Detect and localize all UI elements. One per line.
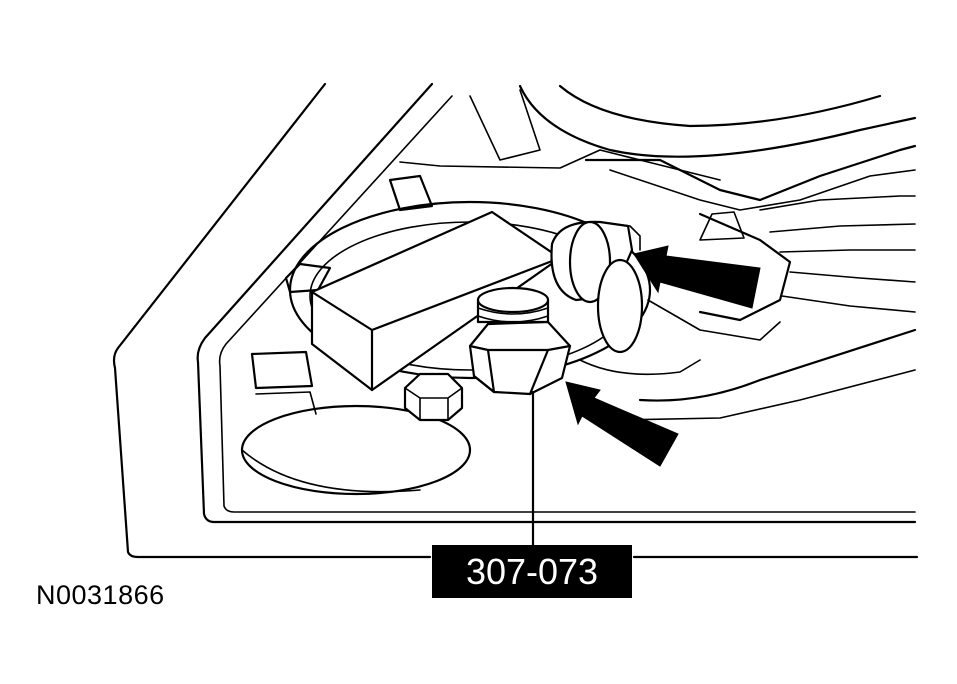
pointer-arrow-icon bbox=[565, 381, 679, 467]
bracket-left-low-2 bbox=[255, 391, 317, 415]
figure-id-label: N0031866 bbox=[36, 580, 165, 610]
case-rib-top-4 bbox=[399, 149, 721, 181]
passage-right-11 bbox=[579, 359, 701, 376]
case-rib-top-3 bbox=[469, 89, 541, 161]
plug-thread-lines bbox=[477, 307, 549, 323]
pointer-arrow-icon bbox=[633, 245, 761, 309]
pan-inner-rim-2 bbox=[218, 95, 916, 513]
pan-inner-rim-1 bbox=[196, 82, 917, 524]
passage-right-1 bbox=[698, 212, 792, 322]
case-rib-top-6 bbox=[609, 169, 916, 211]
passage-right-2 bbox=[759, 195, 916, 211]
case-rib-top-5 bbox=[584, 144, 917, 202]
pan-outer-outline bbox=[112, 82, 432, 559]
plug-hex-faces bbox=[468, 344, 572, 396]
passage-right-9 bbox=[699, 211, 745, 241]
passage-right-3 bbox=[769, 223, 916, 233]
small-hex-nut bbox=[403, 372, 464, 422]
case-rib-top-2 bbox=[558, 84, 882, 128]
plug-hex-top bbox=[487, 321, 549, 325]
filter-oval-outline bbox=[288, 200, 652, 380]
passage-right-7 bbox=[638, 328, 917, 402]
plug-thread-top bbox=[476, 286, 550, 314]
lower-oval-lip bbox=[241, 449, 421, 493]
cup-lens-2 bbox=[596, 258, 644, 354]
bracket-left-low bbox=[250, 350, 314, 390]
passage-right-10 bbox=[647, 299, 781, 341]
small-hex-nut-face bbox=[404, 387, 463, 421]
strainer-bar bbox=[310, 210, 562, 392]
tool-callout-label: 307-073 bbox=[432, 545, 632, 598]
passage-right-6 bbox=[781, 295, 916, 313]
passage-right-8 bbox=[619, 369, 916, 421]
passage-right-4 bbox=[779, 249, 916, 253]
passage-right-5 bbox=[789, 271, 916, 283]
plug-hex-body bbox=[468, 320, 572, 396]
strainer-bar-edge bbox=[310, 256, 562, 392]
bracket-left-top bbox=[388, 174, 434, 212]
cup-top bbox=[599, 221, 641, 251]
case-rib-top-1 bbox=[518, 84, 917, 158]
cup-lens-1 bbox=[568, 220, 612, 304]
